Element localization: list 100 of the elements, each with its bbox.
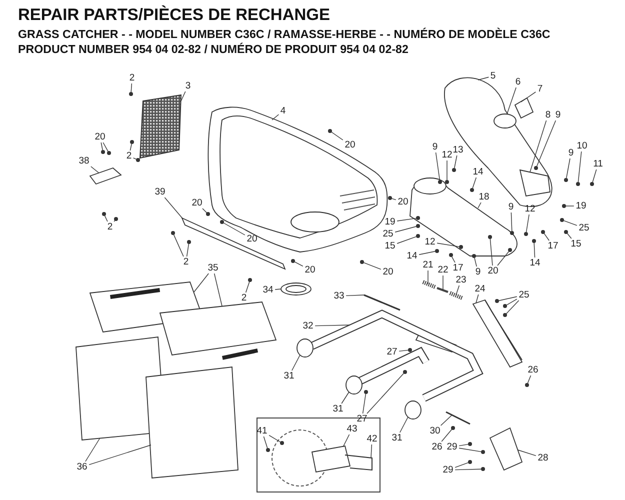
hardware-dot — [495, 299, 499, 303]
leader-line — [394, 226, 416, 232]
callout-number: 22 — [438, 264, 448, 276]
callout-number: 20 — [398, 196, 408, 208]
hardware-dot — [388, 196, 392, 200]
callout-number: 2 — [126, 150, 132, 162]
hardware-dot — [472, 254, 476, 258]
leader-line — [536, 120, 556, 167]
spring — [449, 291, 463, 300]
leader-line — [88, 444, 152, 466]
hardware-dot — [171, 231, 175, 235]
leader-line — [436, 242, 460, 248]
hardware-dot — [136, 158, 140, 162]
callout-number: 28 — [538, 452, 548, 464]
leader-line — [544, 233, 550, 241]
callout-number: 26 — [528, 364, 538, 376]
leader-line — [263, 436, 268, 448]
hardware-dot — [532, 239, 536, 243]
hardware-dot — [524, 232, 528, 236]
bag — [146, 366, 238, 478]
hardware-dot — [291, 259, 295, 263]
leader-line — [441, 429, 452, 442]
callout-number: 5 — [490, 70, 496, 82]
leader-line — [294, 262, 304, 267]
leader-line — [518, 450, 536, 456]
pin — [436, 287, 448, 293]
callout-number: 39 — [154, 186, 166, 198]
leader-line — [446, 160, 448, 180]
hardware-dot — [503, 304, 507, 308]
leader-line — [530, 120, 547, 172]
callout-number: 14 — [406, 250, 418, 262]
callout-number: 17 — [452, 262, 464, 274]
leader-line — [331, 132, 344, 140]
hardware-dot — [206, 212, 210, 216]
leader-line — [366, 373, 404, 414]
leader-line — [506, 300, 520, 314]
callout-number: 33 — [334, 290, 344, 302]
callout-number: 25 — [382, 228, 394, 240]
leader-line — [566, 158, 570, 178]
leader-line — [130, 83, 132, 92]
chute-tube — [410, 178, 518, 256]
leader-line — [102, 142, 108, 152]
callout-number: 2 — [241, 292, 247, 304]
leader-line — [272, 114, 280, 120]
leader-line — [478, 202, 482, 208]
callout-number: 26 — [432, 442, 442, 452]
hardware-dot — [560, 218, 564, 222]
leader-line — [534, 242, 536, 258]
leader-line — [476, 294, 479, 304]
hardware-dot — [470, 188, 474, 192]
leader-line — [180, 91, 186, 102]
hardware-dot — [328, 129, 332, 133]
callout-number: 2 — [183, 256, 189, 268]
callout-number: 29 — [446, 442, 458, 452]
leader-line — [194, 273, 209, 292]
leader-line — [592, 169, 597, 182]
frame-bracket — [472, 299, 523, 368]
leader-line — [214, 273, 222, 306]
leader-line — [223, 222, 246, 236]
leader-line — [85, 438, 100, 462]
leader-line — [510, 212, 512, 232]
leader-line — [398, 350, 408, 352]
hardware-dot — [510, 231, 514, 235]
hardware-dot — [130, 140, 134, 144]
callout-number: 9 — [475, 266, 481, 278]
callout-number: 36 — [76, 462, 88, 472]
leader-line — [346, 294, 364, 296]
callout-number: 31 — [284, 370, 294, 382]
callout-number: 18 — [478, 192, 490, 202]
callout-number: 9 — [555, 110, 561, 120]
hitch-bracket — [489, 427, 523, 471]
callout-number: 25 — [578, 222, 590, 234]
callout-number: 23 — [456, 274, 466, 286]
leader-line — [314, 324, 350, 326]
leader-line — [130, 144, 132, 151]
leader-line — [478, 76, 490, 80]
leader-line — [100, 142, 103, 150]
callout-number: 4 — [280, 106, 286, 116]
callout-number: 20 — [488, 266, 498, 276]
leader-line — [268, 434, 281, 442]
hitch-pin — [446, 411, 470, 425]
hardware-dot — [541, 230, 545, 234]
callout-number: 14 — [472, 166, 484, 178]
leader-line — [472, 177, 477, 188]
leader-line — [364, 262, 382, 270]
leader-line — [370, 444, 372, 458]
callout-number: 20 — [94, 132, 106, 142]
callout-number: 9 — [508, 202, 514, 212]
wheel-hub — [311, 445, 351, 473]
hardware-dot — [280, 441, 284, 445]
hardware-dot — [248, 278, 252, 282]
rod — [364, 294, 400, 311]
leader-line — [497, 251, 510, 266]
spring — [422, 280, 436, 289]
leader-line — [292, 354, 300, 371]
hardware-dot — [576, 182, 580, 186]
page-title: REPAIR PARTS/PIÈCES DE RECHANGE — [18, 6, 330, 25]
hardware-dot — [562, 204, 566, 208]
callout-number: 14 — [530, 258, 540, 268]
callout-number: 43 — [346, 424, 358, 434]
